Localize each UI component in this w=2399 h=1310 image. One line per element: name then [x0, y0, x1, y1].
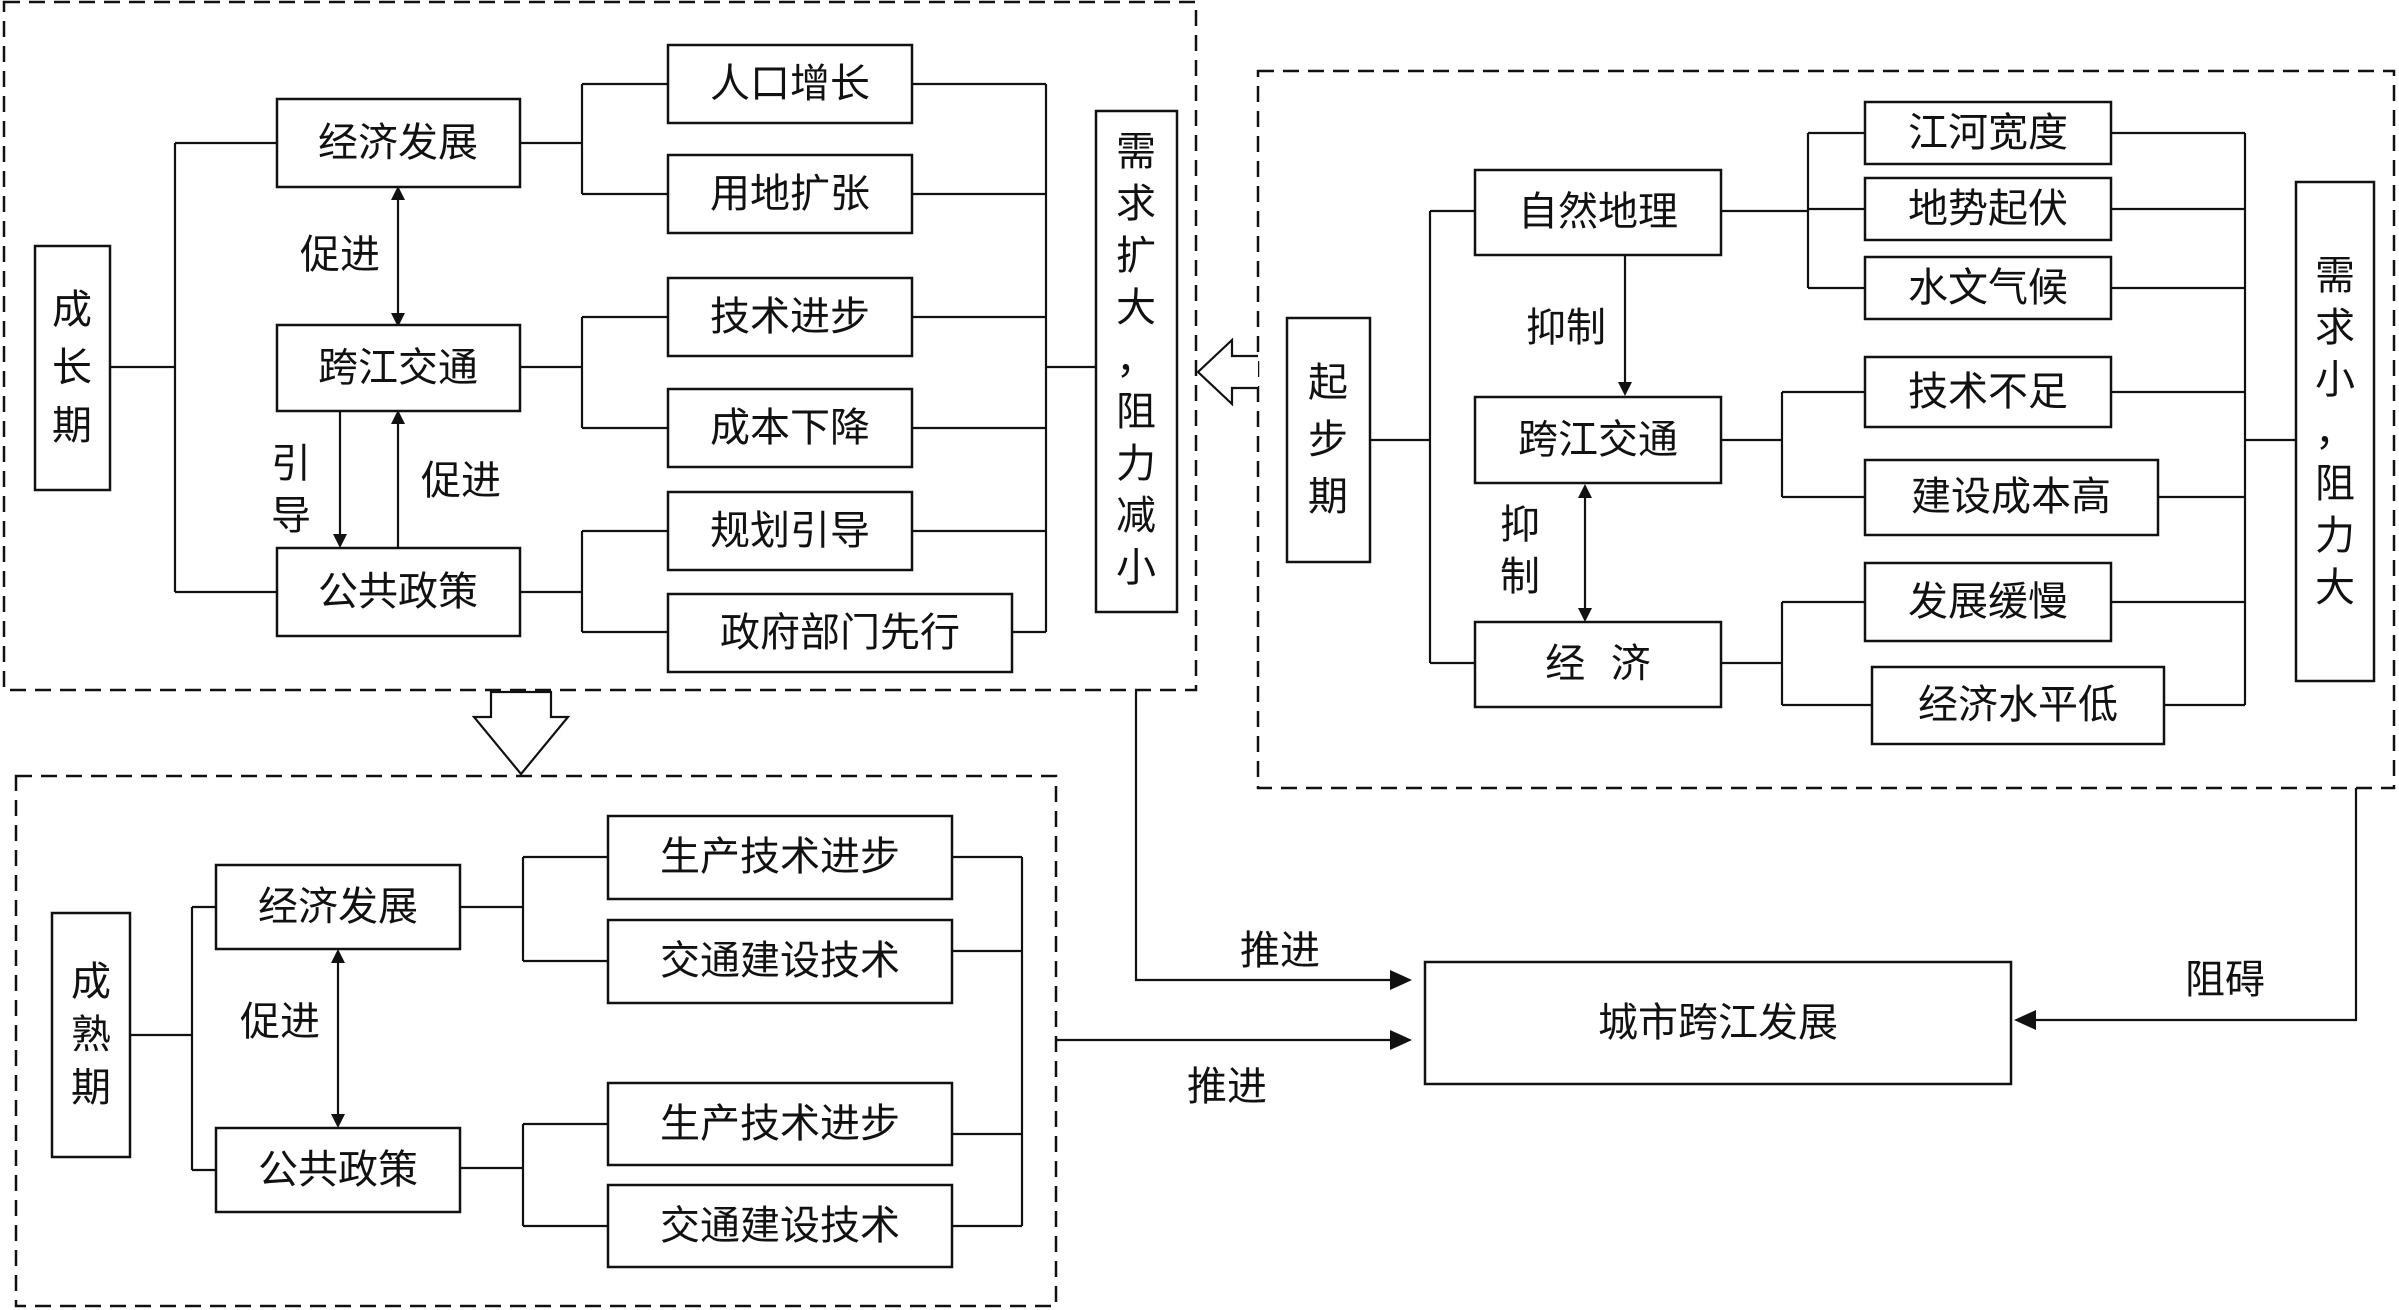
start-factor-river-width — [1863, 100, 2113, 166]
growth-factor-planning — [666, 490, 914, 572]
start-factor-hydrology-label: 水文气候 — [1908, 265, 2068, 311]
start-factor-slow-development — [1863, 561, 2113, 643]
growth-promote-up-arrow — [391, 410, 405, 548]
growth-guide-arrow — [333, 410, 347, 548]
growth-guide-label: 引导 — [271, 441, 311, 539]
mature-stage-label: 成熟期 — [71, 959, 111, 1111]
growth-factor-population-label: 人口增长 — [710, 61, 870, 107]
growth-stage-label: 成长期 — [52, 287, 92, 449]
growth-push-label: 推进 — [1240, 928, 1320, 974]
start-factor-tech-lacking — [1863, 355, 2113, 429]
mature-push-label: 推进 — [1187, 1064, 1267, 1110]
start-restrain-label: 抑制 — [1526, 305, 1606, 351]
mature-factor-production-tech-1 — [606, 814, 954, 901]
growth-result-box — [1094, 109, 1179, 614]
mature-factor-transport-tech-2 — [606, 1183, 954, 1269]
start-factor-slow-development-label: 发展缓慢 — [1908, 579, 2068, 625]
mature-factor-production-tech-2 — [606, 1081, 954, 1167]
growth-factor-tech-label: 技术进步 — [710, 294, 870, 340]
start-factor-terrain — [1863, 176, 2113, 242]
start-factor-low-economy-label: 经济水平低 — [1918, 682, 2118, 728]
start-factor-high-cost-label: 建设成本高 — [1911, 474, 2111, 520]
mature-stage: 成熟期 经济发展 公共政策 生产技术进步 交通建设技术 生产技术进步 交通建设技… — [50, 814, 1024, 1269]
target-label: 城市跨江发展 — [1598, 1000, 1838, 1046]
growth-promote-arrow — [391, 186, 405, 327]
growth-economy-box — [275, 97, 522, 189]
target-box — [1423, 960, 2013, 1086]
start-stage-label: 起步期 — [1308, 360, 1348, 520]
mature-factor-production-tech-2-label: 生产技术进步 — [660, 1101, 900, 1147]
growth-result-label: 需求扩大，阻力减小 — [1116, 129, 1156, 591]
mature-factor-transport-tech-1 — [606, 918, 954, 1005]
start-transport-label: 跨江交通 — [1518, 417, 1678, 463]
growth-stage: 成长期 经济发展 跨江交通 公共政策 人口增长 用地扩张 技术进步 成本下降 规… — [33, 43, 1179, 674]
start-stage-frame — [1256, 69, 2396, 790]
start-restrain-arrow — [1618, 255, 1632, 396]
growth-factor-population — [666, 43, 914, 125]
start-result-label: 需求小，阻力大 — [2315, 253, 2355, 611]
start-restrain-double-label: 抑制 — [1500, 502, 1540, 600]
growth-push-arrow — [1134, 690, 1412, 990]
start-geography-box — [1473, 168, 1723, 257]
start-economy-label: 经 济 — [1545, 641, 1650, 687]
growth-promote-up-label: 促进 — [421, 458, 501, 504]
growth-factor-government-label: 政府部门先行 — [720, 610, 960, 656]
growth-factor-planning-label: 规划引导 — [710, 508, 870, 554]
growth-factor-cost-label: 成本下降 — [710, 405, 870, 451]
mature-promote-arrow — [331, 949, 345, 1128]
start-factor-terrain-label: 地势起伏 — [1908, 186, 2068, 232]
growth-factor-cost — [666, 387, 914, 469]
mature-promote-label: 促进 — [240, 999, 320, 1045]
start-stage-box — [1285, 316, 1372, 564]
growth-factor-land-label: 用地扩张 — [710, 171, 870, 217]
start-hinder-label: 阻碍 — [2185, 957, 2265, 1003]
growth-policy-label: 公共政策 — [318, 569, 478, 615]
start-result-box — [2294, 180, 2376, 683]
stage-transition-left-arrow — [1196, 337, 1258, 407]
stage-transition-down-arrow — [471, 690, 571, 776]
start-factor-tech-lacking-label: 技术不足 — [1908, 369, 2068, 415]
growth-stage-box — [33, 244, 112, 492]
growth-policy-box — [275, 546, 522, 638]
mature-economy-box — [214, 863, 462, 951]
start-factor-high-cost — [1863, 458, 2160, 537]
start-stage: 起步期 自然地理 跨江交通 经 济 江河宽度 地势起伏 水文气候 技术不足 建设… — [1285, 100, 2376, 746]
start-factor-hydrology — [1863, 255, 2113, 321]
mature-economy-label: 经济发展 — [258, 884, 418, 930]
mature-policy-label: 公共政策 — [258, 1147, 418, 1193]
growth-economy-label: 经济发展 — [318, 120, 478, 166]
mature-factor-transport-tech-2-label: 交通建设技术 — [660, 1203, 900, 1249]
mature-push-arrow — [1056, 1030, 1412, 1050]
growth-promote-label: 促进 — [300, 232, 380, 278]
growth-factor-tech — [666, 276, 914, 358]
mature-factor-production-tech-1-label: 生产技术进步 — [660, 834, 900, 880]
start-factor-river-width-label: 江河宽度 — [1908, 110, 2068, 156]
growth-factor-government — [666, 592, 1014, 674]
growth-transport-label: 跨江交通 — [318, 345, 478, 391]
mature-stage-box — [50, 911, 132, 1159]
start-economy-box — [1473, 620, 1723, 709]
start-hinder-arrow — [2014, 788, 2358, 1030]
growth-transport-box — [275, 323, 522, 413]
growth-factor-land — [666, 153, 914, 235]
start-geography-label: 自然地理 — [1518, 189, 1678, 235]
mature-factor-transport-tech-1-label: 交通建设技术 — [660, 938, 900, 984]
growth-stage-frame — [2, 0, 1198, 692]
start-transport-box — [1473, 395, 1723, 485]
start-restrain-double-arrow — [1578, 484, 1592, 622]
start-factor-low-economy — [1870, 665, 2166, 746]
mature-policy-box — [214, 1126, 462, 1214]
